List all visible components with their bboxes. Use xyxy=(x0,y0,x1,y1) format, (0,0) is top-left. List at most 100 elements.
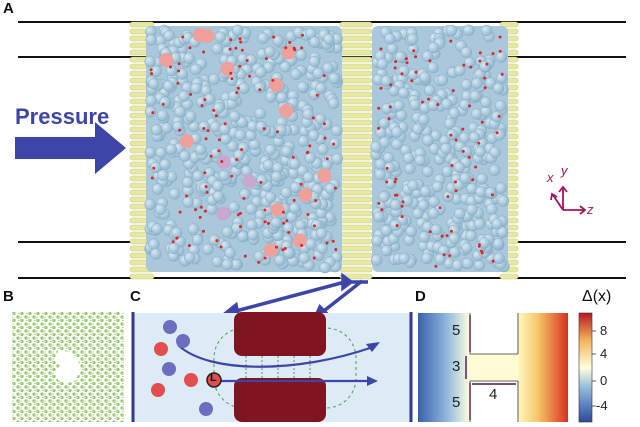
salt-ion xyxy=(287,231,291,234)
water-molecule xyxy=(493,129,506,141)
panel-label-d: D xyxy=(415,288,426,305)
dashed-region xyxy=(213,327,357,409)
water-molecule xyxy=(145,94,157,107)
membrane-plate xyxy=(339,203,373,210)
salt-ion xyxy=(485,62,489,66)
salt-ion xyxy=(442,253,446,257)
membrane-plate xyxy=(339,161,373,168)
water-molecule xyxy=(305,238,317,250)
water-molecule xyxy=(283,247,295,259)
water-molecule xyxy=(202,243,214,255)
water-molecule xyxy=(409,98,421,111)
salt-ion xyxy=(240,148,244,152)
axis-label-y: y xyxy=(561,163,568,178)
water-molecule xyxy=(154,203,167,216)
water-molecule xyxy=(479,60,491,73)
membrane-plate xyxy=(339,196,373,203)
water-molecule xyxy=(421,50,434,62)
solute-ion xyxy=(216,206,231,221)
salt-ion xyxy=(312,256,316,260)
membrane-plate xyxy=(339,91,373,98)
ion-red xyxy=(184,373,198,387)
water-molecule xyxy=(484,186,497,199)
salt-ion xyxy=(230,174,234,178)
water-molecule xyxy=(183,251,196,264)
water-molecule xyxy=(194,143,207,156)
water-molecule xyxy=(428,195,440,208)
water-molecule xyxy=(378,117,390,129)
water-molecule xyxy=(402,152,415,164)
salt-ion xyxy=(451,89,455,93)
ion-blue xyxy=(176,334,190,348)
water-molecule xyxy=(145,34,157,46)
salt-ion xyxy=(477,141,481,145)
water-molecule xyxy=(496,72,508,84)
water-molecule xyxy=(473,218,486,230)
water-molecule xyxy=(183,52,195,64)
salt-ion xyxy=(454,180,457,184)
salt-ion xyxy=(259,180,263,184)
solute-ion xyxy=(317,168,332,183)
membrane-plate xyxy=(339,259,373,266)
water-molecule xyxy=(212,190,225,203)
salt-ion xyxy=(332,142,336,146)
salt-ion xyxy=(385,166,389,170)
water-molecule xyxy=(436,74,449,86)
salt-ion xyxy=(178,128,182,132)
water-molecule xyxy=(471,77,483,90)
salt-ion xyxy=(454,138,458,142)
water-molecule xyxy=(394,51,407,63)
solute-ion xyxy=(270,202,285,217)
colorbar xyxy=(578,312,593,423)
membrane-plate xyxy=(129,21,155,28)
water-molecule xyxy=(327,97,340,110)
water-molecule xyxy=(480,96,492,109)
water-molecule xyxy=(150,124,163,136)
salt-ion xyxy=(495,131,499,135)
water-molecule xyxy=(371,234,383,247)
water-molecule xyxy=(419,71,431,84)
water-molecule xyxy=(494,99,507,112)
nanopore xyxy=(54,350,80,384)
salt-ion xyxy=(200,104,204,108)
water-molecule xyxy=(247,229,259,241)
water-molecule xyxy=(265,91,277,103)
dim-label-upper: 5 xyxy=(452,322,461,339)
salt-ion xyxy=(235,91,239,95)
membrane-plate xyxy=(339,245,373,252)
salt-ion xyxy=(281,210,285,214)
axis-label-z: z xyxy=(587,202,594,217)
water-molecule xyxy=(427,207,440,219)
panel-label-c: C xyxy=(130,288,141,305)
salt-ion xyxy=(480,249,483,253)
solute-ion xyxy=(192,28,207,43)
salt-ion xyxy=(471,178,475,182)
salt-ion xyxy=(202,127,206,130)
water-molecule xyxy=(144,105,157,118)
water-molecule xyxy=(289,202,301,214)
water-molecule xyxy=(315,82,327,94)
water-molecule xyxy=(302,108,314,120)
panel-b xyxy=(12,312,124,422)
water-molecule xyxy=(317,143,329,155)
pressure-label: Pressure xyxy=(15,104,110,129)
salt-ion xyxy=(169,65,172,69)
water-molecule xyxy=(316,242,328,255)
water-molecule xyxy=(462,257,474,269)
salt-ion xyxy=(203,171,207,175)
water-molecule xyxy=(478,237,490,249)
water-molecule xyxy=(302,171,315,184)
salt-ion xyxy=(412,49,416,53)
water-molecule xyxy=(407,179,419,192)
water-molecule xyxy=(264,144,277,156)
salt-ion xyxy=(220,160,224,163)
water-molecule xyxy=(280,145,293,157)
ion-red xyxy=(154,342,168,356)
salt-ion xyxy=(420,100,424,104)
salt-ion xyxy=(500,72,504,76)
water-molecule xyxy=(384,33,396,45)
salt-ion xyxy=(377,201,381,205)
water-molecule xyxy=(398,252,410,265)
water-molecule xyxy=(411,123,424,135)
dimension-arrows xyxy=(465,315,516,420)
